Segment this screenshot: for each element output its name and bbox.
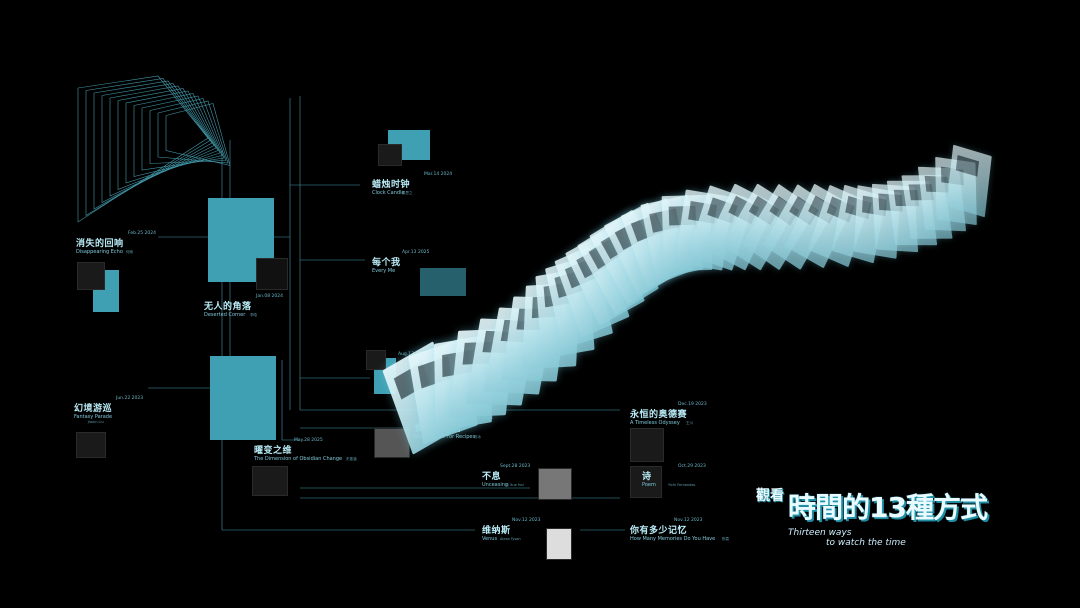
fan-frame	[101, 83, 215, 203]
recipes-thumb	[374, 428, 410, 458]
unceasing-thumb	[538, 468, 572, 500]
node-author: Li Xue Hai	[506, 483, 524, 487]
node-author: 史墨涵	[346, 457, 357, 461]
node-subtitle: Deserted Corner	[204, 312, 246, 318]
title-en-line1: Thirteen ways	[788, 528, 852, 538]
spiral-panel	[945, 144, 992, 217]
node-every-me[interactable]: Apr.13 2025 每个我 Every Me	[372, 250, 429, 274]
fantasy-parade-thumb	[76, 432, 106, 458]
title-main: 時間的13種方式	[788, 491, 988, 524]
fan-frame	[109, 85, 217, 197]
fan-frame	[85, 78, 211, 217]
node-subtitle: Fantasy Parade	[74, 414, 113, 420]
node-author: 陈霖	[722, 537, 729, 541]
node-venus[interactable]: Nov.12 2023 维纳斯 Venus Alexa Tyson	[482, 518, 541, 542]
node-date: Mar.14 2024	[424, 172, 453, 177]
node-fantasy-parade[interactable]: Jun.22 2023 幻境游巡 Fantasy Parade Jiaxin L…	[74, 396, 143, 424]
node-subtitle: The Dimension of Obsidian Change	[254, 456, 343, 462]
node-subtitle: Venus	[482, 536, 498, 542]
node-date: Apr.13 2025	[402, 250, 430, 255]
clock-candle-thumb	[378, 144, 402, 166]
poem-thumb	[630, 466, 662, 498]
fan-frame	[157, 100, 229, 164]
node-disappearing-echo[interactable]: Feb.25 2024 消失的回响 Disappearing Echo 何雨	[76, 231, 156, 255]
node-subtitle: Poem	[642, 482, 656, 488]
node-author: 何雨	[126, 250, 133, 254]
fan-frame	[141, 95, 225, 171]
title-en-line2: to watch the time	[826, 538, 906, 548]
fan-frame	[149, 98, 227, 164]
node-title: 曜变之维	[254, 446, 293, 456]
node-odyssey[interactable]: Dec.19 2023 永恒的奥德赛 A Timeless Odyssey 王川	[630, 402, 707, 426]
node-title: 蜡烛时钟	[372, 180, 411, 190]
deserted-corner-thumb	[256, 258, 288, 290]
node-subtitle: Clock Candle	[372, 190, 405, 196]
disappearing-echo-thumb	[77, 262, 105, 290]
node-title: 你有多少记忆	[630, 526, 688, 536]
node-title: 永恒的奥德赛	[630, 410, 688, 420]
title-prefix: 觀看	[756, 488, 784, 504]
node-author: Jiaxin Liu	[88, 420, 104, 424]
node-title: 不息	[482, 472, 502, 482]
node-title: 幻境游巡	[74, 404, 113, 414]
obsidian-thumb	[252, 466, 288, 496]
node-date: Jun.22 2023	[116, 396, 144, 401]
node-date: Nov.12 2023	[512, 518, 541, 523]
node-date: Sept.28 2023	[500, 464, 531, 469]
fifth-thumb	[366, 350, 386, 370]
node-title: 维纳斯	[482, 526, 511, 536]
node-author: Alexa Tyson	[500, 537, 521, 541]
node-subtitle: Disappearing Echo	[76, 249, 123, 255]
node-subtitle: Unceasing	[482, 482, 509, 488]
node-title: 诗	[642, 472, 652, 482]
node-author: 王川	[686, 421, 693, 425]
node-author: Yichi Fernandes	[668, 483, 696, 487]
node-subtitle: Blank Space For Recipes	[414, 434, 476, 440]
node-date: Jan.08 2024	[256, 294, 283, 299]
node-deserted-corner[interactable]: Jan.08 2024 无人的角落 Deserted Corner 李晗	[204, 294, 283, 318]
node-date: May.28 2025	[294, 438, 323, 443]
node-clock-candle[interactable]: Mar.14 2024 蜡烛时钟 Clock Candle 梁思之	[372, 172, 452, 196]
node-subtitle: A Timeless Odyssey	[630, 420, 680, 426]
node-subtitle: Every Me	[372, 268, 396, 274]
venus-thumb	[546, 528, 572, 560]
node-title: 每个我	[372, 258, 401, 268]
node-date: Feb.25 2024	[128, 231, 157, 236]
node-memories[interactable]: Nov.12 2023 你有多少记忆 How Many Memories Do …	[630, 518, 729, 542]
node-unceasing[interactable]: Sept.28 2023 不息 Unceasing Li Xue Hai	[482, 464, 531, 488]
node-title: 无人的角落	[204, 302, 252, 312]
node-author: 李晗	[250, 313, 257, 317]
fan-frame	[117, 88, 219, 190]
poster-title: 觀看 時間的13種方式	[756, 486, 988, 526]
node-date: Dec.19 2023	[678, 402, 707, 407]
fan-frame	[125, 90, 221, 184]
node-subtitle: How Many Memories Do You Have	[630, 536, 716, 542]
obsidian-block	[210, 356, 276, 440]
node-author: 陈冰	[474, 435, 481, 439]
node-obsidian[interactable]: May.28 2025 曜变之维 The Dimension of Obsidi…	[254, 438, 357, 462]
node-author: 梁思之	[402, 191, 413, 195]
every-me-block	[420, 268, 466, 296]
node-date: Nov.12 2023	[674, 518, 703, 523]
node-date: Oct.29 2023	[678, 464, 706, 469]
fan-of-frames	[77, 75, 231, 223]
node-title: 消失的回响	[76, 239, 124, 249]
node-poem[interactable]: Oct.29 2023 诗 Poem Yichi Fernandes	[642, 464, 706, 488]
odyssey-thumb	[630, 428, 664, 462]
